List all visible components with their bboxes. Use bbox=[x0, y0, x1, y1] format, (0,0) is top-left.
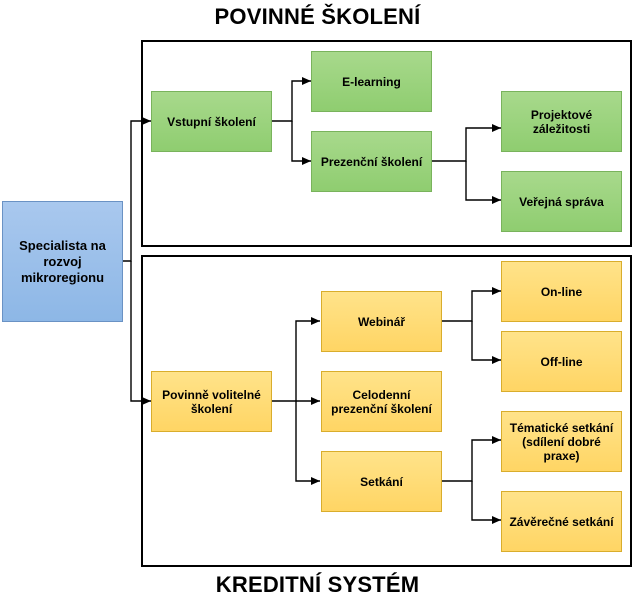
node-off-line: Off-line bbox=[501, 331, 622, 392]
node-setkani: Setkání bbox=[321, 451, 442, 512]
edge-setkani-zaverecne bbox=[471, 481, 501, 524]
node-e-learning: E-learning bbox=[311, 51, 432, 112]
edge-root-vstupni bbox=[122, 117, 151, 262]
title-povinne-skoleni: POVINNÉ ŠKOLENÍ bbox=[214, 4, 421, 29]
node-on-line: On-line bbox=[501, 261, 622, 322]
edge-volitelne-webinar bbox=[272, 317, 320, 402]
node-tematicke-setkani: Tématické setkání (sdílení dobré praxe) bbox=[501, 411, 622, 472]
edge-vstupni-prezencni bbox=[291, 121, 311, 165]
edge-volitelne-setkani bbox=[295, 401, 320, 485]
node-celodenni-prezencni-skoleni: Celodenní prezenční školení bbox=[321, 371, 442, 432]
edge-prezencni-projektove bbox=[432, 124, 501, 162]
node-projektove-zalezitosti: Projektové záležitosti bbox=[501, 91, 622, 152]
node-zaverecne-setkani: Závěrečné setkání bbox=[501, 491, 622, 552]
node-specialista: Specialista na rozvoj mikroregionu bbox=[2, 201, 123, 322]
node-vstupni-skoleni: Vstupní školení bbox=[151, 91, 272, 152]
node-verejna-sprava: Veřejná správa bbox=[501, 171, 622, 232]
edge-webinar-online bbox=[442, 287, 501, 322]
title-kreditni-system: KREDITNÍ SYSTÉM bbox=[215, 572, 420, 597]
edge-root-povinne-volitelne bbox=[130, 261, 151, 405]
edge-webinar-offline bbox=[471, 321, 501, 364]
edge-prezencni-verejna bbox=[465, 161, 501, 204]
node-webinar: Webinář bbox=[321, 291, 442, 352]
node-povinne-volitelne-skoleni: Povinně volitelné školení bbox=[151, 371, 272, 432]
edge-setkani-tematicke bbox=[442, 436, 501, 482]
node-prezencni-skoleni: Prezenční školení bbox=[311, 131, 432, 192]
edge-vstupni-elearning bbox=[272, 77, 311, 122]
